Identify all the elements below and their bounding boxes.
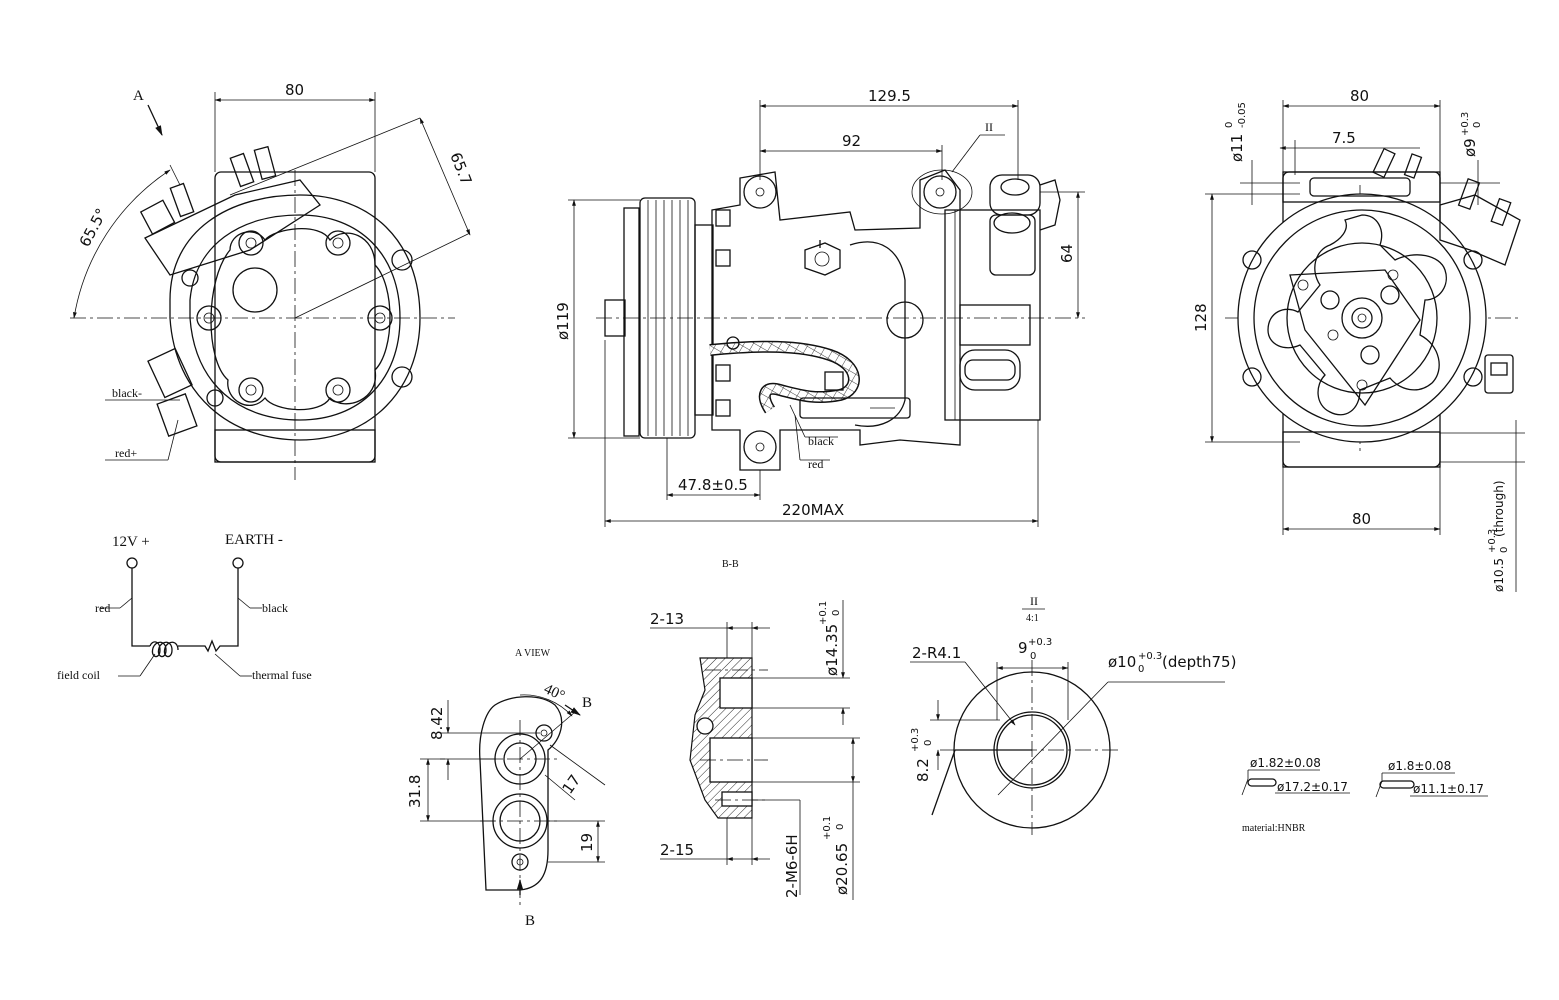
front-dim-diagonal: 65.7	[446, 150, 475, 188]
wiring-field-coil: field coil	[57, 668, 101, 682]
detail-dim-8-2-upper: +0.3	[910, 728, 921, 752]
rear-dim-hole-11-lower: -0.05	[1237, 102, 1248, 128]
detail-dim-8-2: 8.2	[914, 758, 932, 782]
o-ring-2-section: ø1.8±0.08	[1388, 759, 1451, 773]
wiring-red-wire: red	[95, 601, 110, 615]
side-dim-pulley-offset: 47.8±0.5	[678, 476, 748, 494]
detail-marker: II	[1030, 594, 1038, 608]
front-view: A 80 65.7 65.5° black- red+	[70, 81, 475, 480]
section-dim-dia-14-35-upper: +0.1	[818, 601, 829, 625]
section-thread-spec: 2-M6-6H	[783, 834, 801, 898]
section-dim-dia-14-35: ø14.35	[823, 624, 841, 676]
a-view-dim-31-8: 31.8	[406, 775, 424, 808]
a-view-dim-8-42: 8.42	[428, 707, 446, 740]
a-view-dim-angle: 40°	[541, 681, 567, 704]
view-a-arrow-label: A	[133, 88, 144, 104]
section-dim-dia-20-65-upper: +0.1	[822, 816, 833, 840]
front-bolts	[196, 230, 393, 403]
detail-ii: II 4:1 2-R4.1 9 +0.3 0 ø10 +0.3 0 (depth…	[910, 594, 1236, 835]
detail-dim-9-lower: 0	[1030, 651, 1036, 662]
wiring-black-wire: black	[262, 601, 288, 615]
detail-dim-9-upper: +0.3	[1028, 637, 1052, 648]
section-dim-2-13: 2-13	[650, 610, 684, 628]
rear-dim-top-80: 80	[1350, 87, 1369, 105]
rear-dim-hole-9-upper: +0.3	[1460, 112, 1471, 136]
rear-dim-through-hole: ø10.5	[1492, 558, 1506, 592]
side-dim-overall-length: 220MAX	[782, 501, 844, 519]
detail-dim-9: 9	[1018, 639, 1028, 657]
section-dim-dia-20-65-lower: 0	[835, 824, 846, 830]
detail-dim-radius: 2-R4.1	[912, 644, 961, 662]
rear-dim-hole-11: ø11	[1228, 134, 1246, 162]
side-view: black red 129.5 92 II 64 ø119 47.8±0.5 2…	[554, 87, 1085, 527]
wiring-thermal-fuse: thermal fuse	[252, 668, 312, 682]
side-dim-height-64: 64	[1058, 244, 1076, 263]
a-view: A VIEW 40° B B 8.42 31.8 1	[406, 648, 606, 929]
o-rings: ø1.82±0.08 ø17.2±0.17 ø1.8±0.08 ø11.1±0.…	[1241, 756, 1488, 834]
detail-dim-8-2-lower: 0	[923, 740, 934, 746]
side-dim-diameter-119: ø119	[554, 302, 572, 340]
front-wire-black-label: black-	[112, 386, 142, 400]
side-wire-black-label: black	[808, 434, 834, 448]
side-dim-92: 92	[842, 132, 861, 150]
detail-scale: 4:1	[1026, 613, 1039, 624]
o-ring-1-section: ø1.82±0.08	[1250, 756, 1321, 770]
detail-dim-dia-10-lower: 0	[1138, 664, 1144, 675]
a-view-dim-17: 17	[559, 771, 585, 797]
wiring-positive-terminal: 12V +	[112, 534, 150, 550]
rear-dim-7-5: 7.5	[1332, 129, 1356, 147]
side-dim-overall-top: 129.5	[868, 87, 911, 105]
side-detail-marker: II	[985, 120, 993, 134]
rear-dim-hole-9-lower: 0	[1472, 122, 1483, 128]
o-ring-2-inner: ø11.1±0.17	[1413, 782, 1484, 796]
a-view-section-mark-bottom: B	[525, 913, 535, 929]
o-ring-1-inner: ø17.2±0.17	[1277, 780, 1348, 794]
front-wire-red-label: red+	[115, 446, 137, 460]
section-bb: 2-13 2-15 ø14.35 +0.1 0 ø20.65 +0.1 0 2-…	[650, 600, 860, 900]
wiring-earth-terminal: EARTH -	[225, 532, 283, 548]
front-dim-angle: 65.5°	[76, 205, 111, 250]
section-dim-2-15: 2-15	[660, 841, 694, 859]
fittings	[989, 174, 1061, 276]
rear-dim-hole-11-upper: 0	[1224, 122, 1235, 128]
rear-dim-through-hole-lower: 0	[1499, 547, 1510, 553]
section-label: B-B	[722, 559, 739, 570]
rear-dim-through-hole-upper: +0.3	[1487, 529, 1498, 553]
rear-dim-height-128: 128	[1192, 303, 1210, 332]
side-wire-red-label: red	[808, 457, 823, 471]
a-view-section-mark-top: B	[582, 695, 592, 711]
detail-dim-dia-10-upper: +0.3	[1138, 651, 1162, 662]
pulley	[604, 197, 714, 439]
detail-dim-dia-10: ø10	[1108, 653, 1136, 671]
rear-view: 80 7.5 ø11 0 -0.05 ø9 +0.3 0 128 80 ø10.…	[1192, 87, 1525, 592]
a-view-title: A VIEW	[515, 648, 551, 659]
rear-dim-through-hole-note: (through)	[1492, 480, 1506, 537]
rear-dim-hole-9: ø9	[1461, 138, 1479, 157]
a-view-dim-19: 19	[578, 833, 596, 852]
section-dim-dia-20-65: ø20.65	[833, 843, 851, 895]
detail-dim-dia-10-note: (depth75)	[1162, 653, 1236, 671]
front-dim-width: 80	[285, 81, 304, 99]
o-ring-material: material:HNBR	[1242, 823, 1306, 834]
wiring-diagram: 12V + EARTH - red black field coil therm…	[57, 532, 312, 682]
section-dim-dia-14-35-lower: 0	[831, 610, 842, 616]
rear-dim-bottom-80: 80	[1352, 510, 1371, 528]
